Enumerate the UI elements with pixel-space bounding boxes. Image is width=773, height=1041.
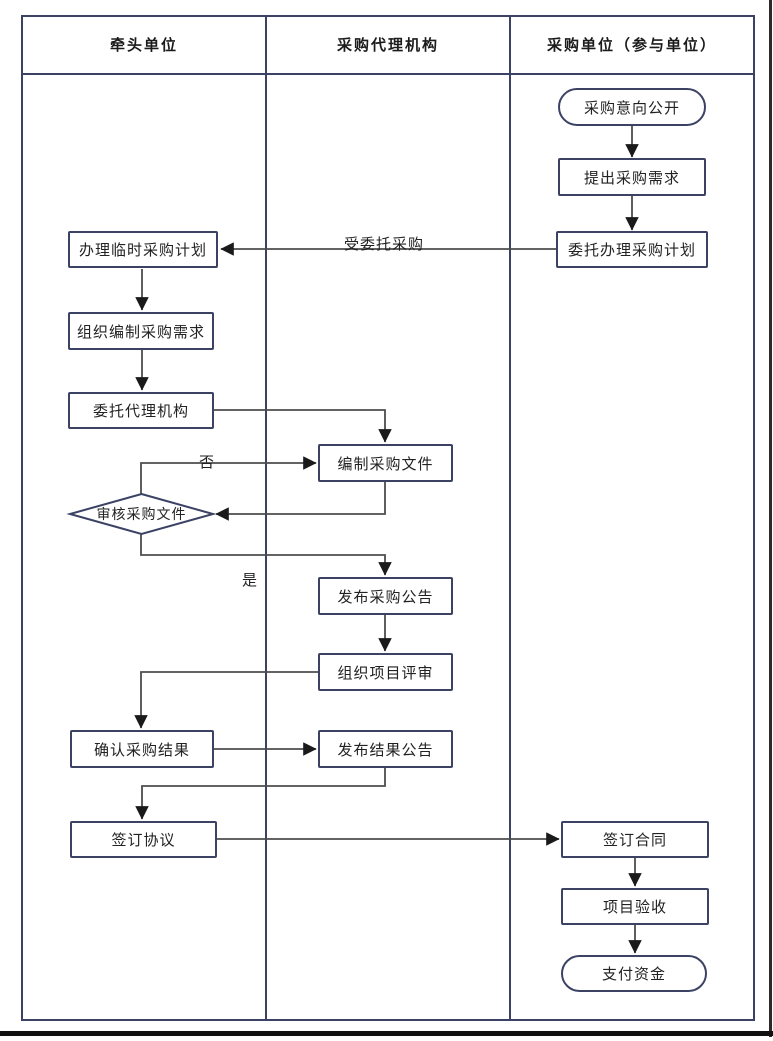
node-confirm-procurement-result: 确认采购结果: [70, 730, 214, 768]
node-entrust-procurement-plan: 委托办理采购计划: [556, 231, 708, 268]
edge-eval-to-confirm: [134, 671, 318, 729]
node-organize-project-evaluation: 组织项目评审: [318, 653, 453, 691]
lane-header-procurement-agency: 采购代理机构: [336, 36, 439, 54]
edge-label-yes: 是: [241, 572, 258, 589]
edge-preparedocs-to-review: [215, 482, 386, 521]
decision-diamond-review-docs: [66, 492, 217, 536]
edge-review-yes-to-publish: [140, 534, 392, 576]
node-publish-procurement-notice: 发布采购公告: [318, 577, 453, 615]
edge-agency-to-preparedocs: [214, 409, 392, 443]
node-procurement-intent-disclosure: 采购意向公开: [558, 88, 706, 126]
node-propose-procurement-need: 提出采购需求: [558, 158, 706, 196]
node-organize-need-preparation: 组织编制采购需求: [68, 312, 214, 350]
node-publish-result-notice: 发布结果公告: [318, 730, 453, 768]
node-prepare-procurement-docs: 编制采购文件: [318, 444, 453, 482]
node-review-procurement-docs: 审核采购文件: [96, 506, 187, 522]
page-bottom-rule: [0, 1031, 773, 1036]
node-handle-temporary-plan: 办理临时采购计划: [68, 231, 218, 268]
node-sign-agreement: 签订协议: [70, 821, 217, 858]
edge-review-no-to-preparedocs: [140, 456, 317, 494]
node-project-acceptance: 项目验收: [561, 888, 709, 925]
lane-divider-1: [265, 15, 267, 1021]
lane-header-procurement-unit: 采购单位（参与单位）: [546, 36, 717, 54]
swimlane-frame: [21, 15, 755, 1021]
edge-label-entrusted-procurement: 受委托采购: [343, 235, 424, 253]
node-entrust-agency: 委托代理机构: [68, 392, 214, 429]
edge-result-to-agreement: [135, 768, 386, 820]
lane-header-lead-unit: 牵头单位: [109, 36, 178, 54]
page-right-edge: [769, 0, 772, 1037]
node-pay-funds: 支付资金: [561, 955, 707, 992]
edge-label-no: 否: [198, 453, 215, 471]
lane-header-separator: [21, 73, 755, 75]
lane-divider-2: [509, 15, 511, 1021]
node-sign-contract: 签订合同: [561, 821, 709, 858]
